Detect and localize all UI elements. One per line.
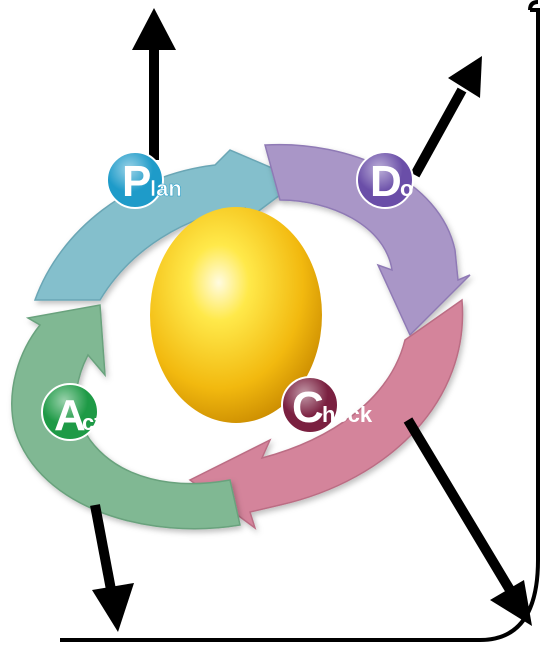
plan-arrow xyxy=(33,149,302,301)
act-badge: A ct xyxy=(41,383,102,441)
do-arrow xyxy=(264,143,471,337)
check-badge: C heck xyxy=(281,376,373,434)
outward-arrow-do xyxy=(410,56,482,178)
plan-rest: lan xyxy=(150,176,182,201)
plan-initial: P xyxy=(122,157,151,206)
outward-arrow-act xyxy=(90,504,134,632)
do-initial: D xyxy=(370,157,402,206)
outward-arrow-plan xyxy=(132,8,176,160)
golden-egg xyxy=(150,207,322,423)
outward-arrow-check xyxy=(403,417,532,626)
act-initial: A xyxy=(54,391,86,440)
check-arrow xyxy=(188,298,464,530)
plan-badge: P lan xyxy=(106,151,182,209)
do-rest: o xyxy=(400,176,413,201)
check-initial: C xyxy=(292,383,324,432)
act-rest: ct xyxy=(82,410,102,435)
check-rest: heck xyxy=(322,402,373,427)
do-badge: D o xyxy=(356,151,414,209)
